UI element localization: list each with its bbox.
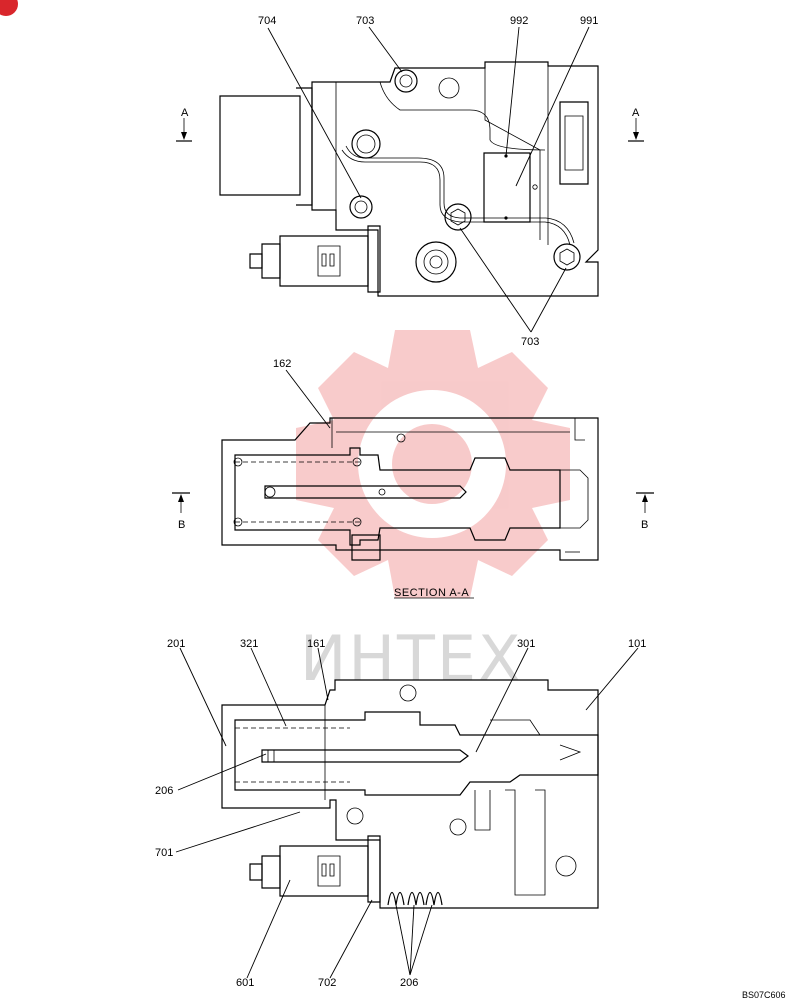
label-206-left: 206 (155, 785, 173, 797)
bottom-view: 201 321 161 301 101 206 701 601 702 206 (155, 638, 646, 989)
section-marker-b-right (636, 492, 654, 513)
section-title: SECTION A-A (394, 587, 469, 599)
section-marker-a-right (628, 118, 644, 142)
label-702: 702 (318, 977, 336, 989)
bolt-703-right-icon (553, 243, 581, 271)
label-321: 321 (240, 638, 258, 650)
label-703-top: 703 (356, 15, 374, 27)
section-a-right-label: A (632, 107, 640, 119)
gear-watermark-icon (296, 330, 570, 598)
section-marker-a-left (176, 118, 192, 142)
label-161: 161 (307, 638, 325, 650)
section-b-left-label: B (178, 519, 185, 531)
section-b-right-label: B (641, 519, 648, 531)
label-704: 704 (258, 15, 276, 27)
bolt-704-icon (349, 195, 373, 219)
label-991: 991 (580, 15, 598, 27)
label-206-bottom: 206 (400, 977, 418, 989)
section-a-left-label: A (181, 107, 189, 119)
label-101: 101 (628, 638, 646, 650)
label-703-bottom: 703 (521, 336, 539, 348)
label-201: 201 (167, 638, 185, 650)
bolt-703-mid-icon (444, 203, 472, 231)
label-701: 701 (155, 847, 173, 859)
top-view: A A 704 703 992 991 703 (176, 15, 644, 348)
watermark-text: ИНТЕХ (300, 622, 523, 695)
label-601: 601 (236, 977, 254, 989)
drawing-code: BS07C606 (742, 990, 786, 1000)
label-301: 301 (517, 638, 535, 650)
section-a-a-view: B B 162 SECTION A-A (172, 358, 654, 599)
label-162: 162 (273, 358, 291, 370)
label-992: 992 (510, 15, 528, 27)
section-marker-b-left (172, 492, 190, 513)
spring-206-icon (387, 891, 443, 906)
corner-badge-icon (0, 0, 18, 16)
bolt-703-top-icon (394, 69, 418, 93)
